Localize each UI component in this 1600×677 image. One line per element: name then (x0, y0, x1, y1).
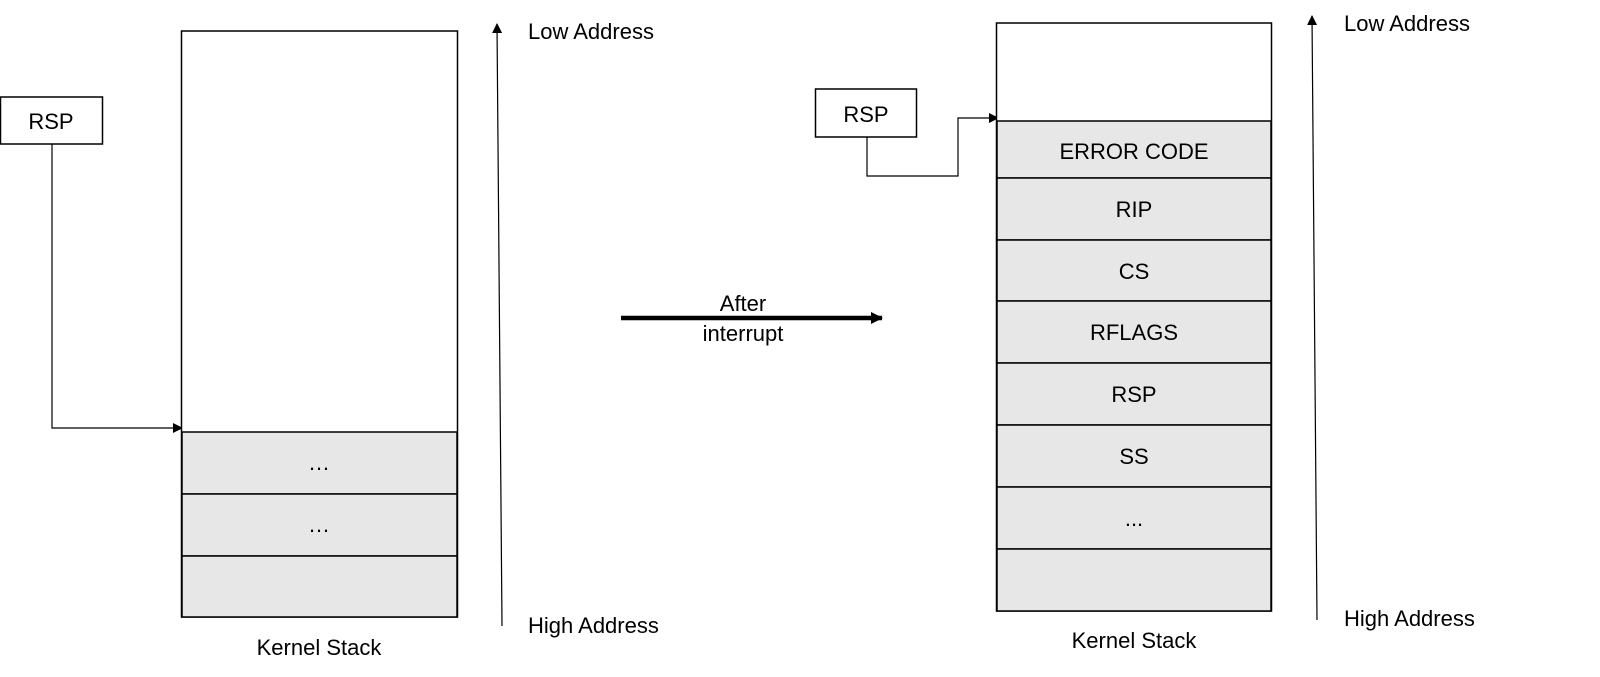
before-stack-cell (181, 431, 458, 495)
after-stack-cell-label: SS (1119, 444, 1148, 469)
before-stack-cell (181, 555, 458, 618)
before-panel: RSP … … Kernel Stack Low Address High Ad… (0, 19, 659, 660)
after-stack-cell-label: RSP (1111, 382, 1156, 407)
after-stack-cell-label: RFLAGS (1090, 320, 1178, 345)
before-address-axis-arrow (492, 23, 503, 627)
before-stack-cell (181, 493, 458, 557)
after-stack-cell-bottom (996, 548, 1272, 612)
after-stack-cell-ss (996, 424, 1272, 488)
before-rsp-pointer-arrow (51, 144, 183, 433)
before-rsp-label: RSP (28, 109, 73, 134)
transition-label-line2: interrupt (703, 321, 784, 346)
before-stack-cell-label: … (308, 512, 330, 537)
after-stack-frames: ERROR CODE RIP CS RFLAGS RSP SS ... (996, 120, 1272, 612)
after-address-axis-arrow (1307, 15, 1318, 621)
before-stack-frames: … … (181, 431, 458, 618)
before-rsp-box (0, 96, 104, 145)
transition: After interrupt (621, 291, 883, 346)
after-stack-cell-label: RIP (1116, 197, 1153, 222)
after-stack-cell-error-code (996, 120, 1272, 179)
before-rsp-register: RSP (0, 96, 104, 145)
after-stack-cell-label: ... (1125, 506, 1143, 531)
before-high-address-label: High Address (528, 613, 659, 638)
after-stack-cell-rsp (996, 362, 1272, 426)
before-stack-caption: Kernel Stack (257, 635, 383, 660)
after-high-address-label: High Address (1344, 606, 1475, 631)
after-rsp-pointer-arrow (866, 113, 999, 177)
after-panel: RSP ERROR CODE RIP CS RFLAGS RSP SS ... … (814, 11, 1475, 653)
transition-label-line1: After (720, 291, 766, 316)
after-rsp-box (814, 88, 918, 138)
after-stack-caption: Kernel Stack (1072, 628, 1198, 653)
before-low-address-label: Low Address (528, 19, 654, 44)
after-stack-cell-label: ERROR CODE (1059, 139, 1208, 164)
after-stack-cell-rflags (996, 300, 1272, 364)
after-low-address-label: Low Address (1344, 11, 1470, 36)
after-rsp-label: RSP (843, 102, 888, 127)
before-stack-cell-label: … (308, 450, 330, 475)
after-stack-cell-label: CS (1119, 259, 1150, 284)
after-rsp-register: RSP (814, 88, 918, 138)
after-stack-cell-ellipsis (996, 486, 1272, 550)
